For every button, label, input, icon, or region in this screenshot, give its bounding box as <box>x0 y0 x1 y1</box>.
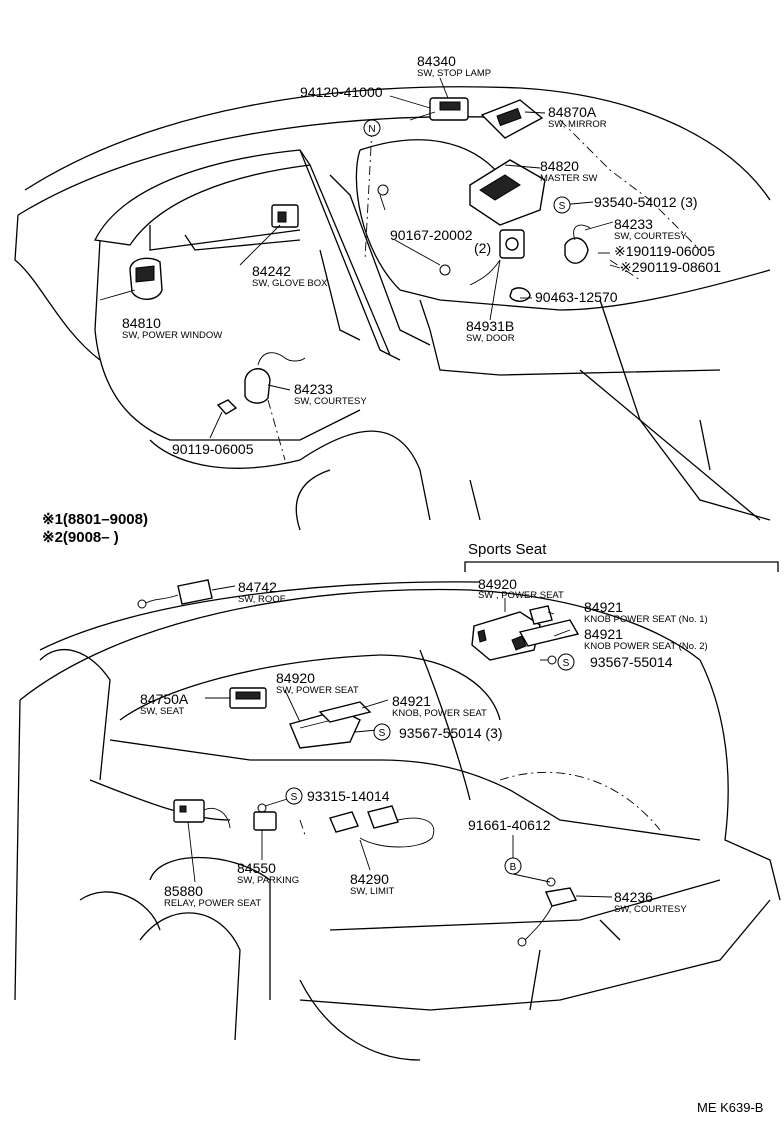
callout-s-sports: S <box>557 653 575 671</box>
callout-s-parking-label: S <box>291 792 298 803</box>
label-90463-number: 90463-12570 <box>535 289 618 305</box>
label-84742-number: 84742 <box>238 579 277 595</box>
label-84340-name: SW, STOP LAMP <box>417 68 491 79</box>
label-84233r-number: 84233 <box>614 216 653 232</box>
callout-n-label: N <box>368 124 375 135</box>
label-84870a-name: SW, MIRROR <box>548 119 607 130</box>
callout-b: B <box>504 857 522 875</box>
callout-s-seat-label: S <box>379 728 386 739</box>
label-91661-number: 91661-40612 <box>468 817 551 833</box>
label-84236-name: SW, COURTESY <box>614 904 687 915</box>
label-84242-number: 84242 <box>252 263 291 279</box>
label-84810-number: 84810 <box>122 315 161 331</box>
label-94120-number: 94120-41000 <box>300 84 383 100</box>
label-84550-number: 84550 <box>237 860 276 876</box>
label-84236-number: 84236 <box>614 889 653 905</box>
label-84931b-number: 84931B <box>466 318 514 334</box>
label-84233l-number: 84233 <box>294 381 333 397</box>
top-car-outline <box>14 86 771 531</box>
top-parts-drawings <box>129 97 591 415</box>
bottom-parts-drawings <box>137 579 578 947</box>
callout-s-sports-label: S <box>563 658 570 669</box>
callout-n: N <box>363 119 381 137</box>
label-84931b-name: SW, DOOR <box>466 333 515 344</box>
label-84233l-name: SW, COURTESY <box>294 396 367 407</box>
label-sp84920-number: 84920 <box>478 576 517 592</box>
label-84290-name: SW, LIMIT <box>350 886 395 897</box>
label-sp84921a-name: KNOB POWER SEAT (No. 1) <box>584 614 708 625</box>
label-sp84921a-number: 84921 <box>584 599 623 615</box>
label-90167-number: 90167-20002 <box>390 227 473 243</box>
label-84810-name: SW, POWER WINDOW <box>122 330 222 341</box>
label-93540-number: 93540-54012 (3) <box>594 194 698 210</box>
label-84290-number: 84290 <box>350 871 389 887</box>
label-90119r2-number: ※290119-08601 <box>620 259 721 275</box>
label-84920-name: SW, POWER SEAT <box>276 685 359 696</box>
callout-s-top: S <box>553 196 571 214</box>
label-sp84920-name: SW , POWER SEAT <box>478 590 564 601</box>
sports-seat-title: Sports Seat <box>468 541 547 558</box>
label-84820-number: 84820 <box>540 158 579 174</box>
label-90167-qty: (2) <box>474 240 491 256</box>
callout-s-parking: S <box>285 787 303 805</box>
label-sp84921b-number: 84921 <box>584 626 623 642</box>
sports-seat-inset <box>464 561 779 665</box>
label-84340-number: 84340 <box>417 53 456 69</box>
label-84242-name: SW, GLOVE BOX <box>252 278 328 289</box>
label-84742-name: SW, ROOF <box>238 594 286 605</box>
label-93315-number: 93315-14014 <box>307 788 390 804</box>
drawing-reference: ME K639-B <box>697 1100 763 1115</box>
callout-s-top-label: S <box>559 201 566 212</box>
bottom-car-outline <box>14 581 781 1061</box>
label-90119r1-number: ※190119-06005 <box>614 243 715 259</box>
label-84921-name: KNOB, POWER SEAT <box>392 708 487 719</box>
top-leader-lines <box>99 77 621 461</box>
label-84550-name: SW, PARKING <box>237 875 299 886</box>
label-90119l-number: 90119-06005 <box>172 441 254 457</box>
note-2: ※2(9008– ) <box>42 529 119 546</box>
callout-b-label: B <box>510 862 517 873</box>
label-85880-name: RELAY, POWER SEAT <box>164 898 261 909</box>
note-1: ※1(8801–9008) <box>42 511 148 528</box>
label-84233r-name: SW, COURTESY <box>614 231 687 242</box>
callout-s-seat: S <box>373 723 391 741</box>
label-85880-number: 85880 <box>164 883 203 899</box>
label-84750a-name: SW, SEAT <box>140 706 184 717</box>
label-84920-number: 84920 <box>276 670 315 686</box>
label-84921-number: 84921 <box>392 693 431 709</box>
label-93567a-number: 93567-55014 (3) <box>399 725 503 741</box>
label-sp93567-number: 93567-55014 <box>590 654 673 670</box>
label-sp84921b-name: KNOB POWER SEAT (No. 2) <box>584 641 708 652</box>
label-84870a-number: 84870A <box>548 104 597 120</box>
label-84820-name: MASTER SW <box>540 173 598 184</box>
label-84750a-number: 84750A <box>140 691 189 707</box>
